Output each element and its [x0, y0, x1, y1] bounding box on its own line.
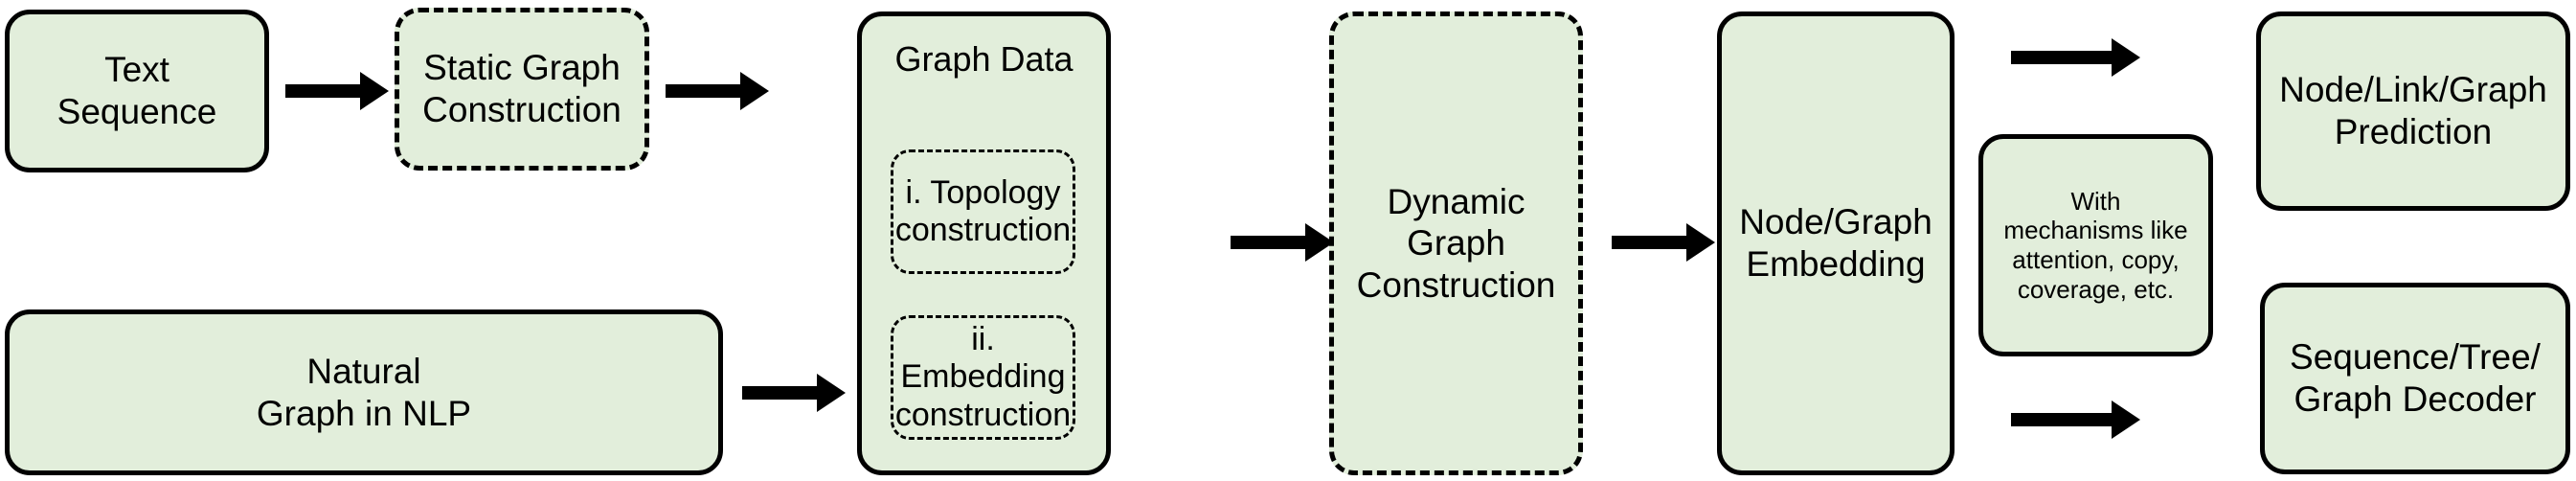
arrow-shaft	[742, 386, 819, 400]
arrow-head	[740, 72, 769, 110]
arrow-shaft	[1612, 236, 1688, 249]
arrow-shaft	[2011, 413, 2113, 426]
node-decoder-label: Sequence/Tree/ Graph Decoder	[2290, 337, 2541, 419]
node-natural-graph-in-nlp[interactable]: Natural Graph in NLP	[5, 309, 723, 475]
node-text-sequence-label: Text Sequence	[56, 50, 217, 131]
node-topology-construction[interactable]: i. Topology construction	[891, 149, 1075, 274]
node-static-graph-construction[interactable]: Static Graph Construction	[395, 8, 649, 171]
arrow-shaft	[1231, 236, 1307, 249]
arrow-shaft	[2011, 51, 2113, 64]
node-static-graph-construction-label: Static Graph Construction	[422, 48, 621, 129]
node-mechanisms[interactable]: With mechanisms like attention, copy, co…	[1978, 134, 2213, 356]
node-dynamic-graph-construction[interactable]: Dynamic Graph Construction	[1329, 11, 1583, 475]
node-graph-data-label: Graph Data	[894, 39, 1073, 79]
node-mechanisms-label: With mechanisms like attention, copy, co…	[2003, 186, 2188, 304]
arrow-shaft	[666, 84, 742, 98]
node-dynamic-graph-construction-label: Dynamic Graph Construction	[1356, 181, 1556, 305]
node-prediction-label: Node/Link/Graph Prediction	[2279, 70, 2547, 151]
arrow-head	[817, 374, 846, 412]
node-topology-construction-label: i. Topology construction	[894, 173, 1072, 248]
arrow-head	[1686, 223, 1715, 262]
node-node-graph-embedding-label: Node/Graph Embedding	[1739, 202, 1932, 284]
node-natural-graph-in-nlp-label: Natural Graph in NLP	[256, 351, 472, 433]
node-graph-data[interactable]: Graph Data i. Topology construction ii. …	[857, 11, 1111, 475]
node-embedding-construction[interactable]: ii. Embedding construction	[891, 315, 1075, 440]
arrow-head	[2112, 401, 2140, 439]
arrow-head	[2112, 38, 2140, 77]
node-prediction[interactable]: Node/Link/Graph Prediction	[2256, 11, 2570, 211]
node-embedding-construction-label: ii. Embedding construction	[894, 320, 1072, 433]
arrow-shaft	[285, 84, 362, 98]
arrow-head	[360, 72, 389, 110]
node-decoder[interactable]: Sequence/Tree/ Graph Decoder	[2260, 283, 2570, 474]
node-node-graph-embedding[interactable]: Node/Graph Embedding	[1717, 11, 1955, 475]
node-text-sequence[interactable]: Text Sequence	[5, 10, 269, 172]
